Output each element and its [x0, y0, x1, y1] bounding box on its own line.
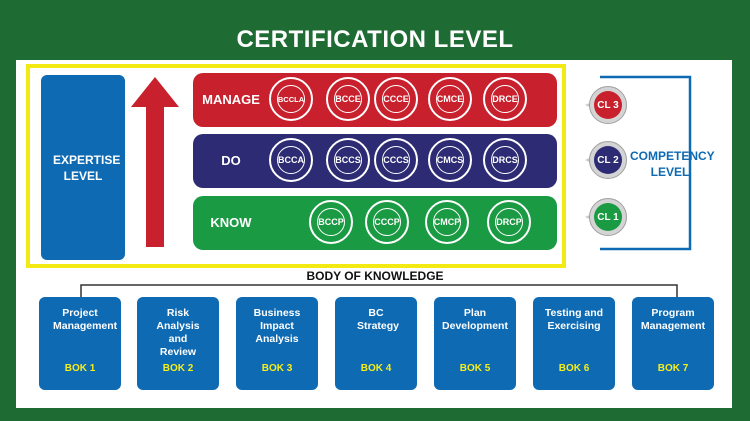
- page-title: CERTIFICATION LEVEL: [236, 26, 514, 53]
- bok-box-2: Risk Analysis and Review BOK 2: [137, 297, 219, 390]
- competency-level-2: CL 2: [585, 141, 627, 179]
- cert-badge: BCCA: [269, 138, 313, 182]
- bok-name: Testing and Exercising: [544, 307, 604, 332]
- cert-badge: CMCP: [425, 200, 469, 244]
- bok-code: BOK 5: [459, 363, 491, 374]
- cert-badge-label: BCCE: [335, 94, 361, 104]
- bok-name: Project Management: [53, 307, 118, 332]
- bok-code: BOK 3: [261, 363, 293, 374]
- bok-code: BOK 4: [360, 363, 392, 374]
- bok-box-6: Testing and Exercising BOK 6: [533, 297, 615, 390]
- bok-name: Program Management: [640, 307, 706, 332]
- cert-badge-label: BCCLA: [277, 94, 305, 104]
- competency-bracket: [600, 75, 692, 251]
- certification-highlight-box: [26, 64, 566, 268]
- competency-level-label: CL 1: [597, 211, 619, 223]
- expertise-level-box: EXPERTISE LEVEL: [41, 75, 125, 260]
- cert-badge: CCCP: [365, 200, 409, 244]
- cert-badge: CCCE: [374, 77, 418, 121]
- bok-code: BOK 6: [558, 363, 590, 374]
- bok-box-1: Project Management BOK 1: [39, 297, 121, 390]
- bok-name: Plan Development: [442, 307, 508, 332]
- cert-badge: BCCLA: [269, 77, 313, 121]
- competency-level-label: CL 2: [597, 154, 619, 166]
- cert-badge-label: DRCS: [492, 155, 518, 165]
- cert-badge: CMCS: [428, 138, 472, 182]
- expertise-level-label: EXPERTISE LEVEL: [53, 152, 121, 183]
- cert-badge-label: DRCP: [496, 217, 522, 227]
- cert-badge-label: DRCE: [492, 94, 518, 104]
- bok-name: Business Impact Analysis: [253, 307, 301, 345]
- competency-level-label-text: COMPETENCY LEVEL: [630, 149, 715, 179]
- competency-level-label: CL 3: [597, 99, 619, 111]
- band-do: DO BCCA BCCS CCCS CMCS DRCS: [193, 134, 557, 188]
- bok-box-4: BC Strategy BOK 4: [335, 297, 417, 390]
- cert-badge-label: CMCS: [436, 155, 464, 165]
- cert-badge-label: BCCA: [278, 155, 304, 165]
- cert-badge: CCCS: [374, 138, 418, 182]
- bok-name: Risk Analysis and Review: [156, 307, 200, 358]
- competency-level-3: CL 3: [585, 86, 627, 124]
- cert-badge: BCCP: [309, 200, 353, 244]
- bok-code: BOK 7: [657, 363, 689, 374]
- bok-box-7: Program Management BOK 7: [632, 297, 714, 390]
- bok-code: BOK 2: [162, 363, 194, 374]
- bok-code: BOK 1: [64, 363, 96, 374]
- cert-badge: BCCS: [326, 138, 370, 182]
- cert-badge-label: CCCS: [383, 155, 409, 165]
- bok-name: BC Strategy: [357, 307, 400, 332]
- cert-badge-label: CCCP: [374, 217, 400, 227]
- band-know: KNOW BCCP CCCP CMCP DRCP: [193, 196, 557, 250]
- cert-badge: CMCE: [428, 77, 472, 121]
- cert-badge-label: CMCE: [436, 94, 464, 104]
- band-label-do: DO: [221, 153, 241, 168]
- band-label-know: KNOW: [210, 215, 252, 230]
- cert-badge-label: CMCP: [433, 217, 461, 227]
- cert-badge-label: BCCS: [335, 155, 361, 165]
- band-label-manage: MANAGE: [202, 92, 260, 107]
- competency-level-1: CL 1: [585, 198, 627, 236]
- cert-badge-label: BCCP: [318, 217, 344, 227]
- cert-badge: DRCS: [483, 138, 527, 182]
- cert-badge: DRCP: [487, 200, 531, 244]
- up-arrow-icon: [131, 77, 179, 247]
- bok-box-3: Business Impact Analysis BOK 3: [236, 297, 318, 390]
- cert-badge: BCCE: [326, 77, 370, 121]
- bok-box-5: Plan Development BOK 5: [434, 297, 516, 390]
- band-manage: MANAGE BCCLA BCCE CCCE CMCE DRCE: [193, 73, 557, 127]
- cert-badge-label: CCCE: [383, 94, 409, 104]
- cert-badge: DRCE: [483, 77, 527, 121]
- body-of-knowledge-title: BODY OF KNOWLEDGE: [306, 269, 444, 283]
- body-of-knowledge-bracket: [80, 284, 678, 297]
